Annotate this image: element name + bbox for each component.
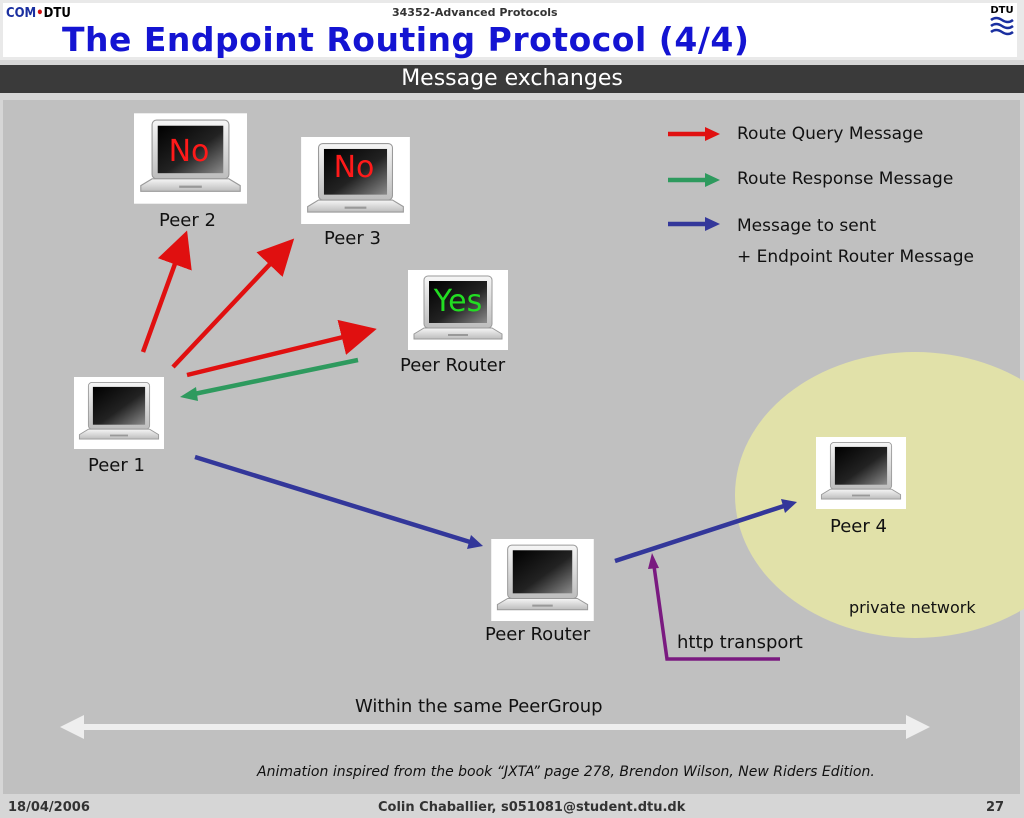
slide-subtitle: Message exchanges — [401, 66, 623, 91]
peer-router-bottom-label: Peer Router — [485, 624, 591, 645]
legend-route-query: Route Query Message — [737, 124, 924, 144]
peer-router-bottom-laptop-icon — [490, 539, 595, 621]
slide-header — [0, 0, 1024, 60]
footer-date: 18/04/2006 — [8, 800, 90, 815]
course-name: 34352-Advanced Protocols — [392, 6, 558, 19]
peer1-label: Peer 1 — [88, 455, 145, 476]
peer1-laptop-icon — [74, 376, 164, 450]
source-caption: Animation inspired from the book “JXTA” … — [257, 764, 875, 780]
com-dtu-logo: COM•DTU — [6, 6, 71, 21]
peer2-screen-text: No — [168, 134, 210, 169]
peer3-label: Peer 3 — [324, 228, 381, 249]
footer-author: Colin Chaballier, s051081@student.dtu.dk — [378, 800, 686, 815]
dtu-logo: DTU — [988, 6, 1016, 38]
legend-route-response: Route Response Message — [737, 169, 954, 189]
subtitle-bar — [0, 65, 1024, 93]
slide-title: The Endpoint Routing Protocol (4/4) — [62, 20, 750, 59]
peer2-label: Peer 2 — [159, 210, 216, 231]
peer-router-top-label: Peer Router — [400, 355, 506, 376]
peer4-laptop-icon — [816, 436, 906, 510]
header-panel — [3, 3, 1017, 57]
private-network-label: private network — [849, 598, 976, 617]
legend-message-sent: Message to sent — [737, 216, 877, 236]
peergroup-double-arrow — [60, 715, 930, 739]
legend-endpoint-router: + Endpoint Router Message — [737, 247, 974, 267]
route-query-arrows — [140, 230, 377, 378]
http-transport-label: http transport — [677, 632, 803, 653]
route-response-arrow — [180, 357, 359, 401]
peer3-screen-text: No — [333, 150, 375, 185]
http-transport-arrow — [648, 553, 780, 661]
peergroup-label: Within the same PeerGroup — [355, 696, 603, 717]
message-sent-arrows — [194, 454, 797, 564]
footer-page-number: 27 — [986, 800, 1005, 815]
peer4-label: Peer 4 — [830, 516, 887, 537]
legend-arrows — [668, 127, 720, 231]
peer-router-top-screen-text: Yes — [433, 284, 483, 319]
